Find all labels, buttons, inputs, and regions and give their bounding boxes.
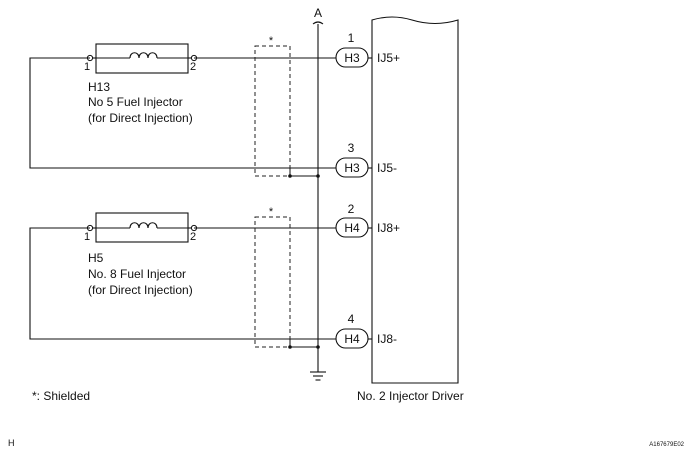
injector-1-pin-left: 1 (84, 61, 90, 73)
injector-2-coil-icon (129, 222, 158, 229)
ground-symbol (310, 371, 326, 381)
injector-1-pin-right: 2 (190, 61, 196, 73)
injector-2-return-name: IJ8- (377, 332, 397, 346)
injector-2-bus-junction (316, 345, 320, 349)
driver-label: No. 2 Injector Driver (357, 389, 464, 403)
bus-label: A (314, 6, 322, 20)
injector-1-return-pin: 3 (348, 141, 355, 155)
injector-1-coil-icon (129, 52, 158, 59)
injector-2-circuit: 1 2 * 2 H4 IJ8+ 4 H4 IJ8- H5 No. 8 Fuel … (29, 202, 400, 349)
figure-id: A167679E02 (649, 442, 684, 448)
injector-2-shield-marker: * (269, 206, 274, 218)
injector-1-code: H13 (88, 80, 110, 94)
injector-1-signal-connector-label: H3 (344, 51, 360, 65)
injector-2-pin-left: 1 (84, 231, 90, 243)
injector-1-signal-name: IJ5+ (377, 51, 400, 65)
bus-top-hook (312, 21, 324, 25)
injector-1-note: (for Direct Injection) (88, 111, 193, 125)
injector-2-code: H5 (88, 251, 104, 265)
page-code: H (8, 438, 15, 448)
injector-2-signal-connector-label: H4 (344, 221, 360, 235)
injector-2-pin-right: 2 (190, 231, 196, 243)
injector-1-bus-junction (316, 174, 320, 178)
injector-2-return-pin: 4 (348, 312, 355, 326)
injector-1-name: No 5 Fuel Injector (88, 95, 183, 109)
injector-2-signal-pin: 2 (348, 202, 355, 216)
injector-2-signal-name: IJ8+ (377, 221, 400, 235)
injector-1-signal-pin: 1 (348, 31, 355, 45)
injector-1-shield (254, 45, 291, 177)
injector-2-shield (254, 216, 291, 348)
injector-1-return-name: IJ5- (377, 161, 397, 175)
injector-2-return-connector-label: H4 (344, 332, 360, 346)
injector-1-circuit: 1 2 * 1 H3 IJ5+ 3 H3 IJ5- H13 No 5 Fuel … (29, 31, 400, 178)
injector-2-name: No. 8 Fuel Injector (88, 267, 186, 281)
injector-1-shield-marker: * (269, 35, 274, 47)
shield-legend: *: Shielded (32, 389, 90, 403)
injector-1-return-connector-label: H3 (344, 161, 360, 175)
injector-driver-box (371, 16, 459, 384)
injector-2-note: (for Direct Injection) (88, 283, 193, 297)
